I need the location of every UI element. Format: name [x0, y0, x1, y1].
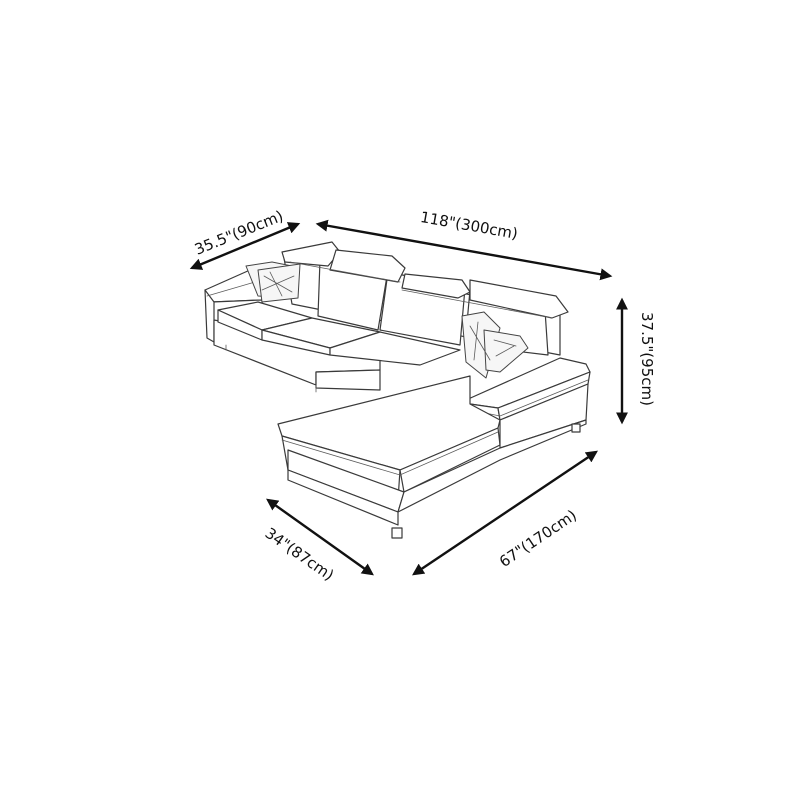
chaise-width-arrow [266, 498, 374, 576]
chaise-lounge [277, 375, 589, 539]
height-label: 37.5"(95cm) [638, 312, 656, 406]
sofa-drawing [204, 241, 591, 539]
depth-arrow [189, 222, 301, 270]
dimension-arrows [189, 219, 628, 576]
width-arrow [315, 219, 613, 281]
seat-cushions [217, 301, 461, 366]
pillows-right [461, 311, 529, 379]
chaise-length-arrow [412, 450, 598, 576]
pillows-left [245, 261, 301, 303]
